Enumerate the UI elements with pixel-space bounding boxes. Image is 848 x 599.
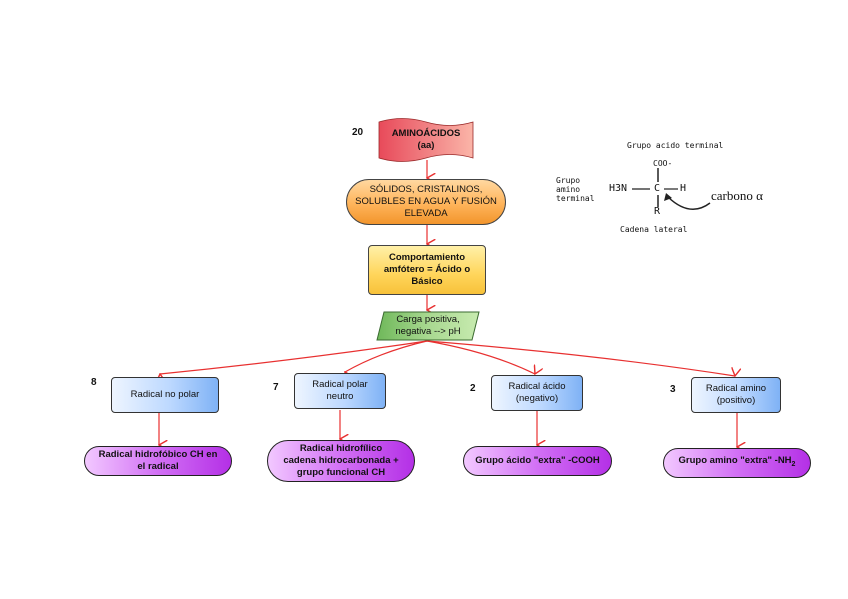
branch-3-detail-node[interactable]: Grupo ácido "extra" -COOH [463, 446, 612, 476]
molecule-amine: H3N [609, 183, 628, 194]
connector-to-branch-2 [345, 340, 428, 372]
branch-2-category-line-1: Radical polar [312, 379, 368, 390]
branch-2-detail-line-3: grupo funcional CH [296, 467, 386, 478]
root-count: 20 [352, 127, 364, 138]
properties-node[interactable]: SÓLIDOS, CRISTALINOS, SOLUBLES EN AGUA Y… [346, 179, 506, 225]
branch-3-category-line-2: (negativo) [515, 393, 559, 404]
branch-1-category-label: Radical no polar [130, 389, 200, 400]
root-node-aminoacidos[interactable]: AMINOÁCIDOS(aa) [378, 118, 474, 162]
branch-2-count: 7 [273, 382, 279, 393]
molecule-bottom-label: Cadena lateral [620, 225, 688, 234]
molecule-left-label-3: terminal [556, 194, 595, 203]
molecule-side-chain: R [654, 206, 661, 217]
branch-2-category-node[interactable]: Radical polar neutro [294, 373, 386, 409]
properties-line-1: SÓLIDOS, CRISTALINOS, [369, 184, 483, 195]
amphoteric-node[interactable]: Comportamiento amfótero = Ácido o Básico [368, 245, 486, 295]
molecule-left-label: Grupo amino terminal [556, 176, 595, 203]
alpha-arrow-head [664, 193, 672, 201]
branch-1-category-node[interactable]: Radical no polar [111, 377, 219, 413]
branch-1-count: 8 [91, 377, 97, 388]
molecule-left-label-2: amino [556, 185, 581, 194]
branch-2-detail-line-2: cadena hidrocarbonada + [283, 455, 399, 466]
charge-node[interactable]: Carga positiva, negativa --> pH [376, 311, 480, 341]
branch-2-category-line-2: neutro [326, 391, 354, 402]
branch-1-detail-line-1: Radical hidrofóbico CH en [98, 449, 218, 460]
molecule-alpha-carbon: C [654, 183, 661, 194]
branch-4-category-node[interactable]: Radical amino (positivo) [691, 377, 781, 413]
branch-3-count: 2 [470, 383, 476, 394]
molecule-hydrogen: H [680, 183, 687, 194]
properties-line-3: ELEVADA [404, 208, 448, 219]
branch-4-category-line-2: (positivo) [716, 395, 756, 406]
branch-1-detail-line-2: el radical [137, 461, 179, 472]
root-line-2: (aa) [417, 140, 435, 151]
branch-4-detail-subscript: 2 [791, 460, 796, 468]
amphoteric-line-1: Comportamiento [389, 252, 465, 263]
root-line-1: AMINOÁCIDOS [391, 128, 461, 139]
branch-4-detail-node[interactable]: Grupo amino "extra" -NH2 [663, 448, 811, 478]
parallelogram-shape [376, 311, 480, 341]
connector-to-branch-4 [426, 340, 735, 376]
molecule-left-label-1: Grupo [556, 176, 581, 185]
branch-2-detail-line-1: Radical hidrofílico [299, 443, 383, 454]
properties-line-2: SOLUBLES EN AGUA Y FUSIÓN [355, 196, 497, 207]
branch-1-detail-node[interactable]: Radical hidrofóbico CH en el radical [84, 446, 232, 476]
charge-line-2: negativa --> pH [395, 326, 461, 337]
branch-2-detail-node[interactable]: Radical hidrofílico cadena hidrocarbonad… [267, 440, 415, 482]
branch-4-count: 3 [670, 384, 676, 395]
molecule-alpha-label: carbono α [711, 188, 763, 203]
branch-4-category-line-1: Radical amino [705, 383, 767, 394]
flag-shape [378, 118, 474, 162]
connector-to-branch-3 [426, 340, 535, 374]
branch-4-detail-line-1: Grupo amino "extra" -NH [678, 455, 792, 467]
branch-3-category-line-1: Radical ácido [508, 381, 566, 392]
connector-to-branch-1 [160, 340, 428, 374]
amphoteric-line-3: Básico [411, 276, 443, 287]
branch-3-detail-line-1: Grupo ácido "extra" -COOH [475, 455, 600, 466]
branch-3-category-node[interactable]: Radical ácido (negativo) [491, 375, 583, 411]
alpha-arrow [667, 196, 711, 210]
charge-line-1: Carga positiva, [396, 314, 460, 325]
molecule-top-label: Grupo acido terminal [627, 141, 724, 150]
amphoteric-line-2: amfótero = Ácido o [383, 264, 471, 275]
molecule-carboxyl: COO- [653, 159, 673, 168]
